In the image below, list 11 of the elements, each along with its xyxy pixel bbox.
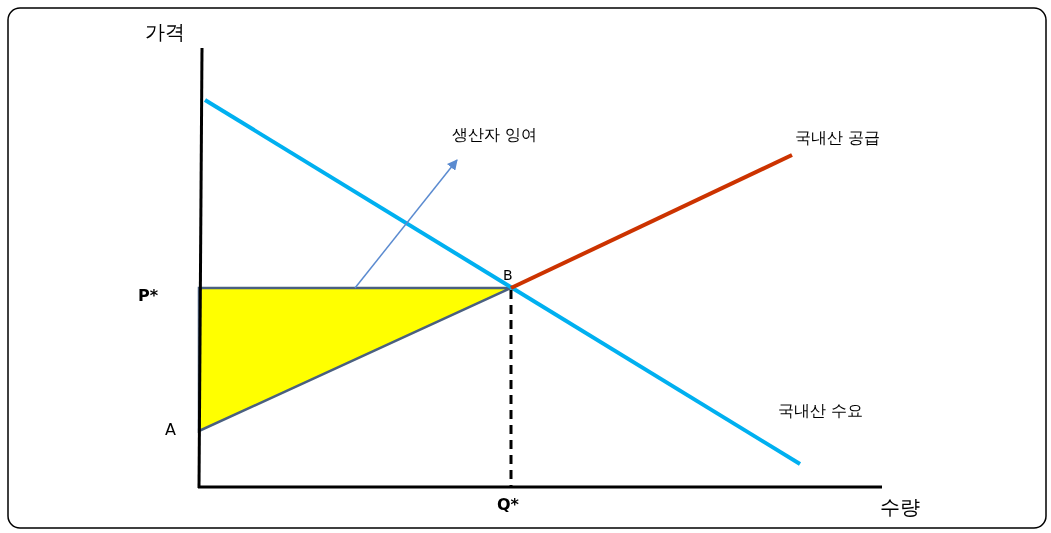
axis-title: 가격	[145, 22, 185, 42]
quantity-label: Q*	[497, 495, 519, 515]
curve-label: 국내산 공급	[795, 128, 881, 148]
point-label: A	[165, 420, 176, 440]
area-label: 생산자 잉여	[452, 125, 538, 145]
leader-arrow	[354, 159, 458, 289]
price-label: P*	[138, 286, 159, 306]
curve-label: 국내산 수요	[778, 401, 864, 421]
surplus-triangle	[197, 286, 513, 433]
point-label: B	[503, 266, 513, 285]
axis-title: 수량	[880, 497, 920, 517]
